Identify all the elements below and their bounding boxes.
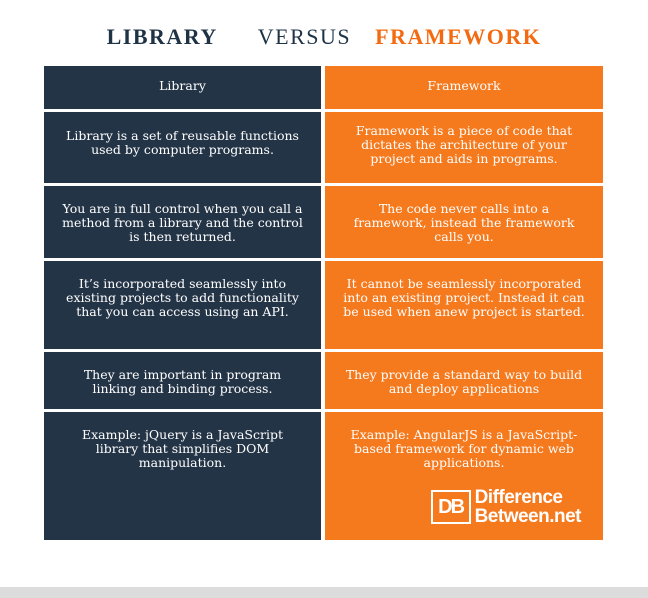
table-row: It’s incorporated seamlessly into existi… [44, 261, 603, 349]
framework-cell: Example: AngularJS is a JavaScript-based… [325, 412, 603, 540]
table-row: Library is a set of reusable functions u… [44, 112, 603, 183]
framework-cell: Framework is a piece of code that dictat… [325, 112, 603, 183]
framework-cell: It cannot be seamlessly incorporated int… [325, 261, 603, 349]
page-title: LIBRARY VERSUS FRAMEWORK [0, 24, 648, 50]
framework-cell: The code never calls into a framework, i… [325, 186, 603, 258]
library-cell: Library is a set of reusable functions u… [44, 112, 321, 183]
framework-cell-text: Example: AngularJS is a JavaScript-based… [350, 427, 578, 470]
title-framework: FRAMEWORK [375, 24, 542, 49]
table-row: You are in full control when you call a … [44, 186, 603, 258]
library-cell: You are in full control when you call a … [44, 186, 321, 258]
difference-between-logo: DB Difference Between.net [430, 487, 582, 527]
title-library: LIBRARY [106, 24, 218, 49]
logo-wordmark: Difference Between.net [474, 487, 582, 527]
title-versus: VERSUS [257, 24, 352, 49]
library-cell: It’s incorporated seamlessly into existi… [44, 261, 321, 349]
footer-bar [0, 587, 648, 598]
db-logo-icon: DB [430, 490, 471, 524]
table-row: Example: jQuery is a JavaScript library … [44, 412, 603, 540]
header-framework: Framework [325, 66, 603, 109]
table-header-row: Library Framework [44, 66, 603, 109]
comparison-table: Library Framework Library is a set of re… [44, 66, 603, 543]
library-cell: Example: jQuery is a JavaScript library … [44, 412, 321, 540]
header-library: Library [44, 66, 321, 109]
logo-line-1: Difference [474, 487, 563, 508]
library-cell: They are important in program linking an… [44, 352, 321, 409]
table-row: They are important in program linking an… [44, 352, 603, 409]
logo-line-2: Between.net [474, 506, 582, 527]
framework-cell: They provide a standard way to build and… [325, 352, 603, 409]
